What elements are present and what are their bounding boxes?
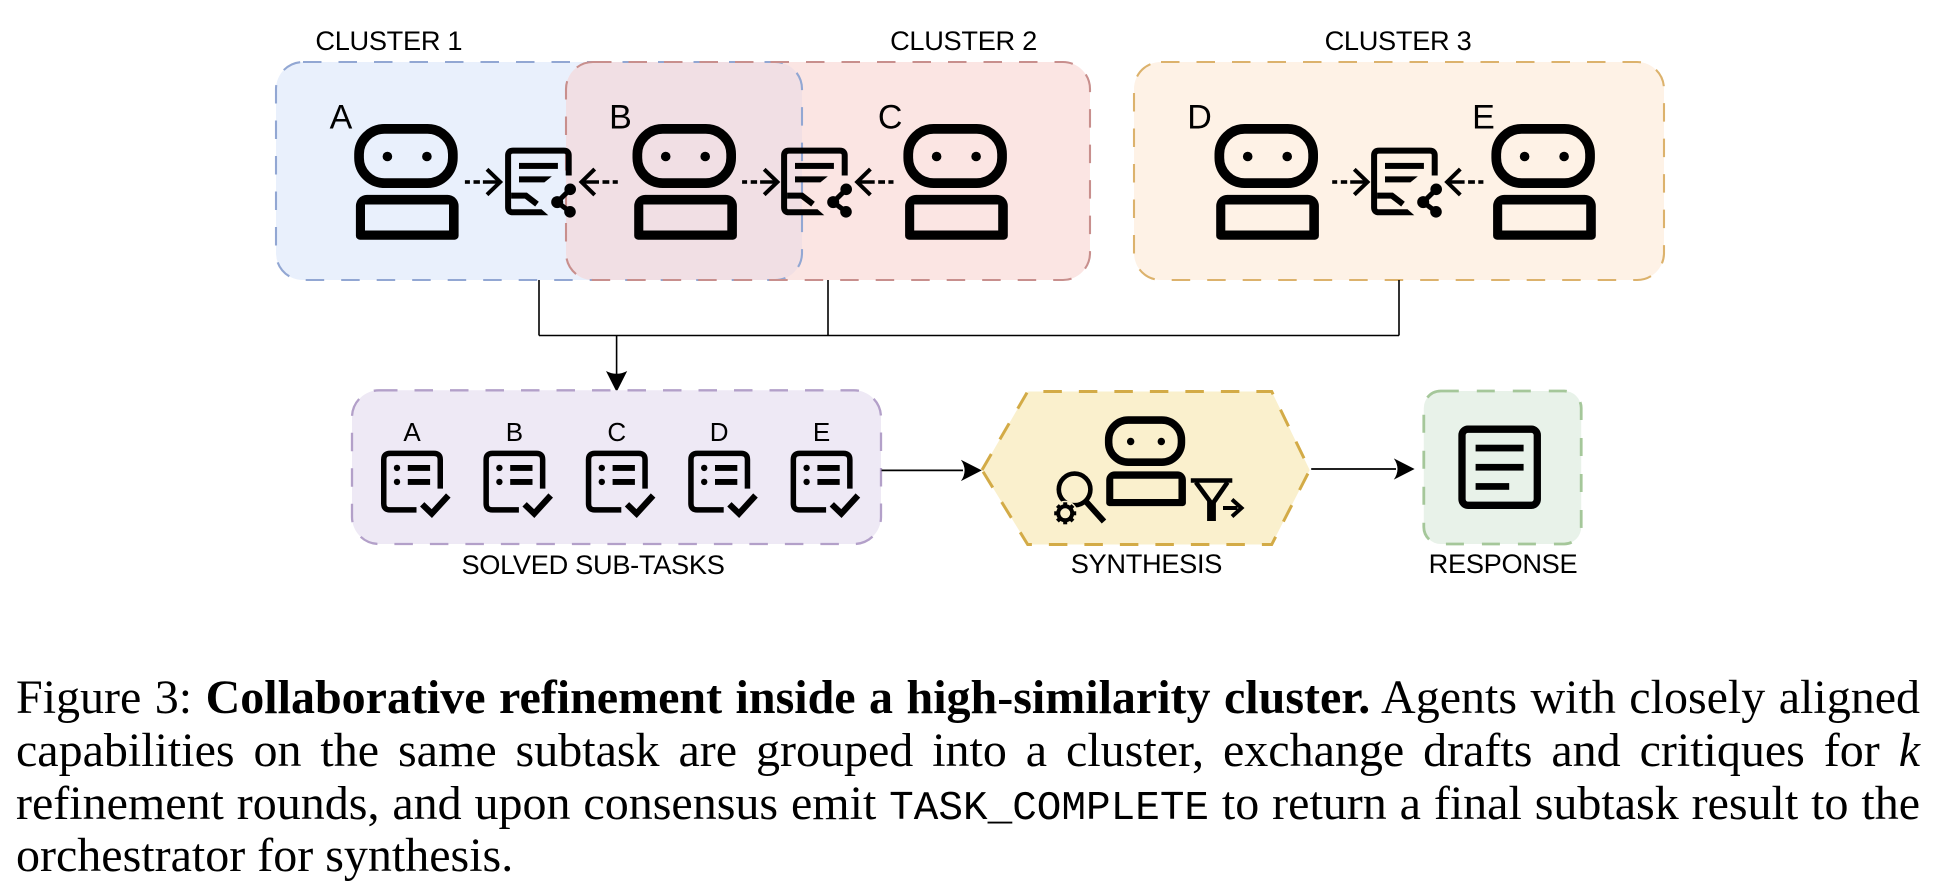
svg-text:B: B <box>609 99 632 137</box>
svg-text:SYNTHESIS: SYNTHESIS <box>1071 548 1222 579</box>
svg-text:C: C <box>878 99 903 137</box>
svg-text:C: C <box>607 417 626 447</box>
svg-text:E: E <box>1472 99 1495 137</box>
svg-text:E: E <box>813 417 830 447</box>
svg-text:B: B <box>506 417 523 447</box>
svg-text:A: A <box>330 99 353 137</box>
svg-text:D: D <box>710 417 729 447</box>
svg-text:CLUSTER 3: CLUSTER 3 <box>1325 25 1472 56</box>
svg-text:D: D <box>1187 99 1212 137</box>
svg-text:CLUSTER 1: CLUSTER 1 <box>315 25 462 56</box>
svg-text:SOLVED SUB-TASKS: SOLVED SUB-TASKS <box>461 549 724 580</box>
svg-text:RESPONSE: RESPONSE <box>1429 548 1578 579</box>
svg-text:A: A <box>403 417 421 447</box>
svg-text:CLUSTER 2: CLUSTER 2 <box>890 25 1037 56</box>
